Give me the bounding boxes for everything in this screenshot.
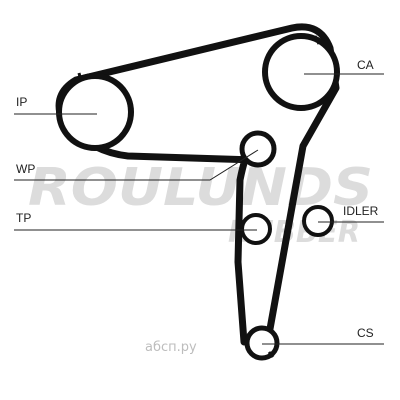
pulley-wp [239, 130, 277, 168]
watermark: ROULUNDS RUBBER [28, 158, 373, 250]
pulley-ip [56, 72, 134, 151]
label-idler: IDLER [343, 204, 379, 218]
pulley-ca [262, 33, 340, 111]
site-watermark: абсп.ру [145, 340, 197, 355]
pulley-idler [302, 205, 334, 237]
leader-lines [14, 73, 384, 345]
label-ip: IP [16, 95, 27, 109]
label-wp: WP [16, 162, 35, 176]
pulley-tp [240, 213, 272, 245]
label-ca: CA [357, 58, 374, 72]
label-tp: TP [16, 211, 31, 225]
leader-wp [14, 149, 259, 181]
label-cs: CS [357, 326, 374, 340]
pulley-cs [244, 325, 280, 361]
